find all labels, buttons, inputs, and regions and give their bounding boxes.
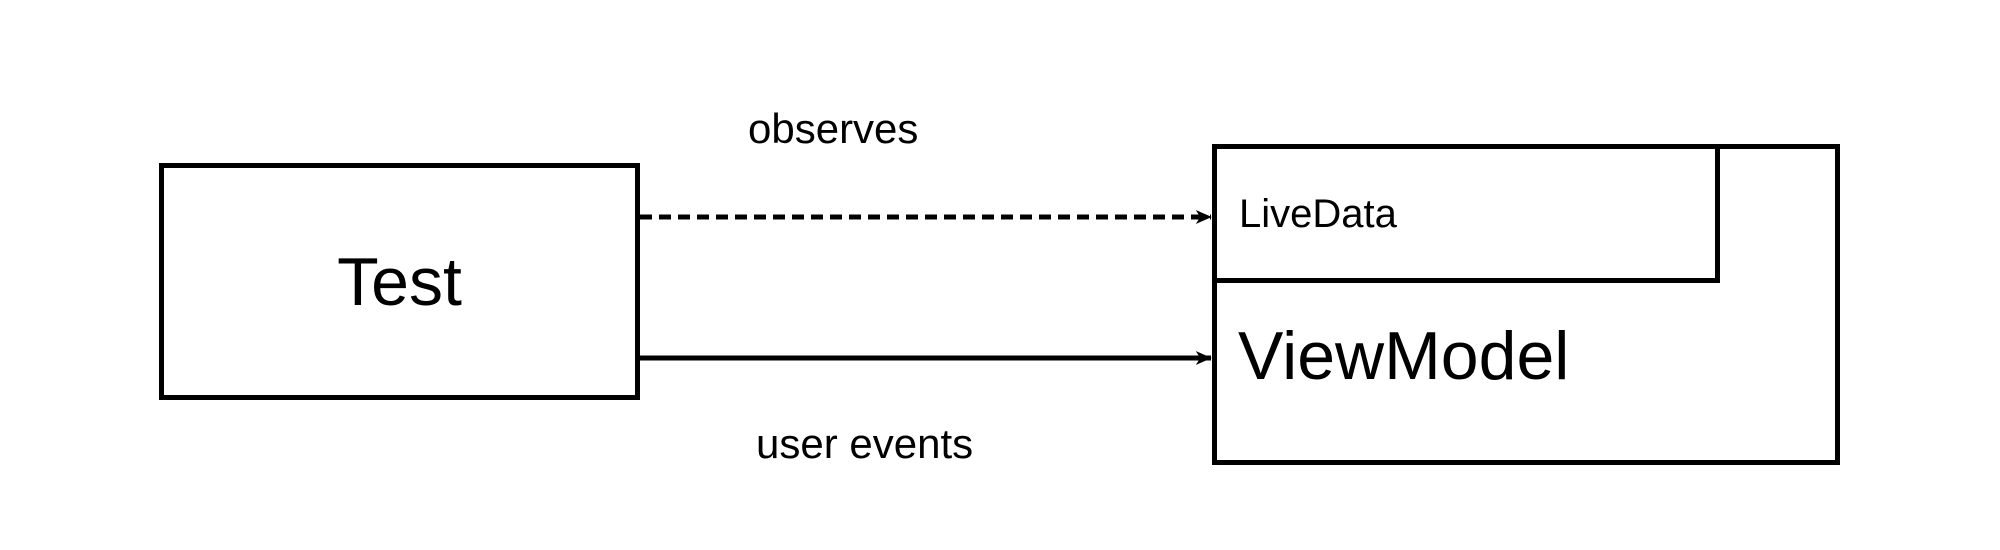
edge-label-user-events: user events xyxy=(756,420,974,467)
node-test-label: Test xyxy=(337,243,462,320)
node-viewmodel-label: ViewModel xyxy=(1238,318,1570,394)
edge-label-observes: observes xyxy=(748,105,919,152)
node-test[interactable]: Test xyxy=(159,163,640,400)
node-livedata[interactable]: LiveData xyxy=(1212,144,1720,283)
node-livedata-label: LiveData xyxy=(1239,191,1397,236)
